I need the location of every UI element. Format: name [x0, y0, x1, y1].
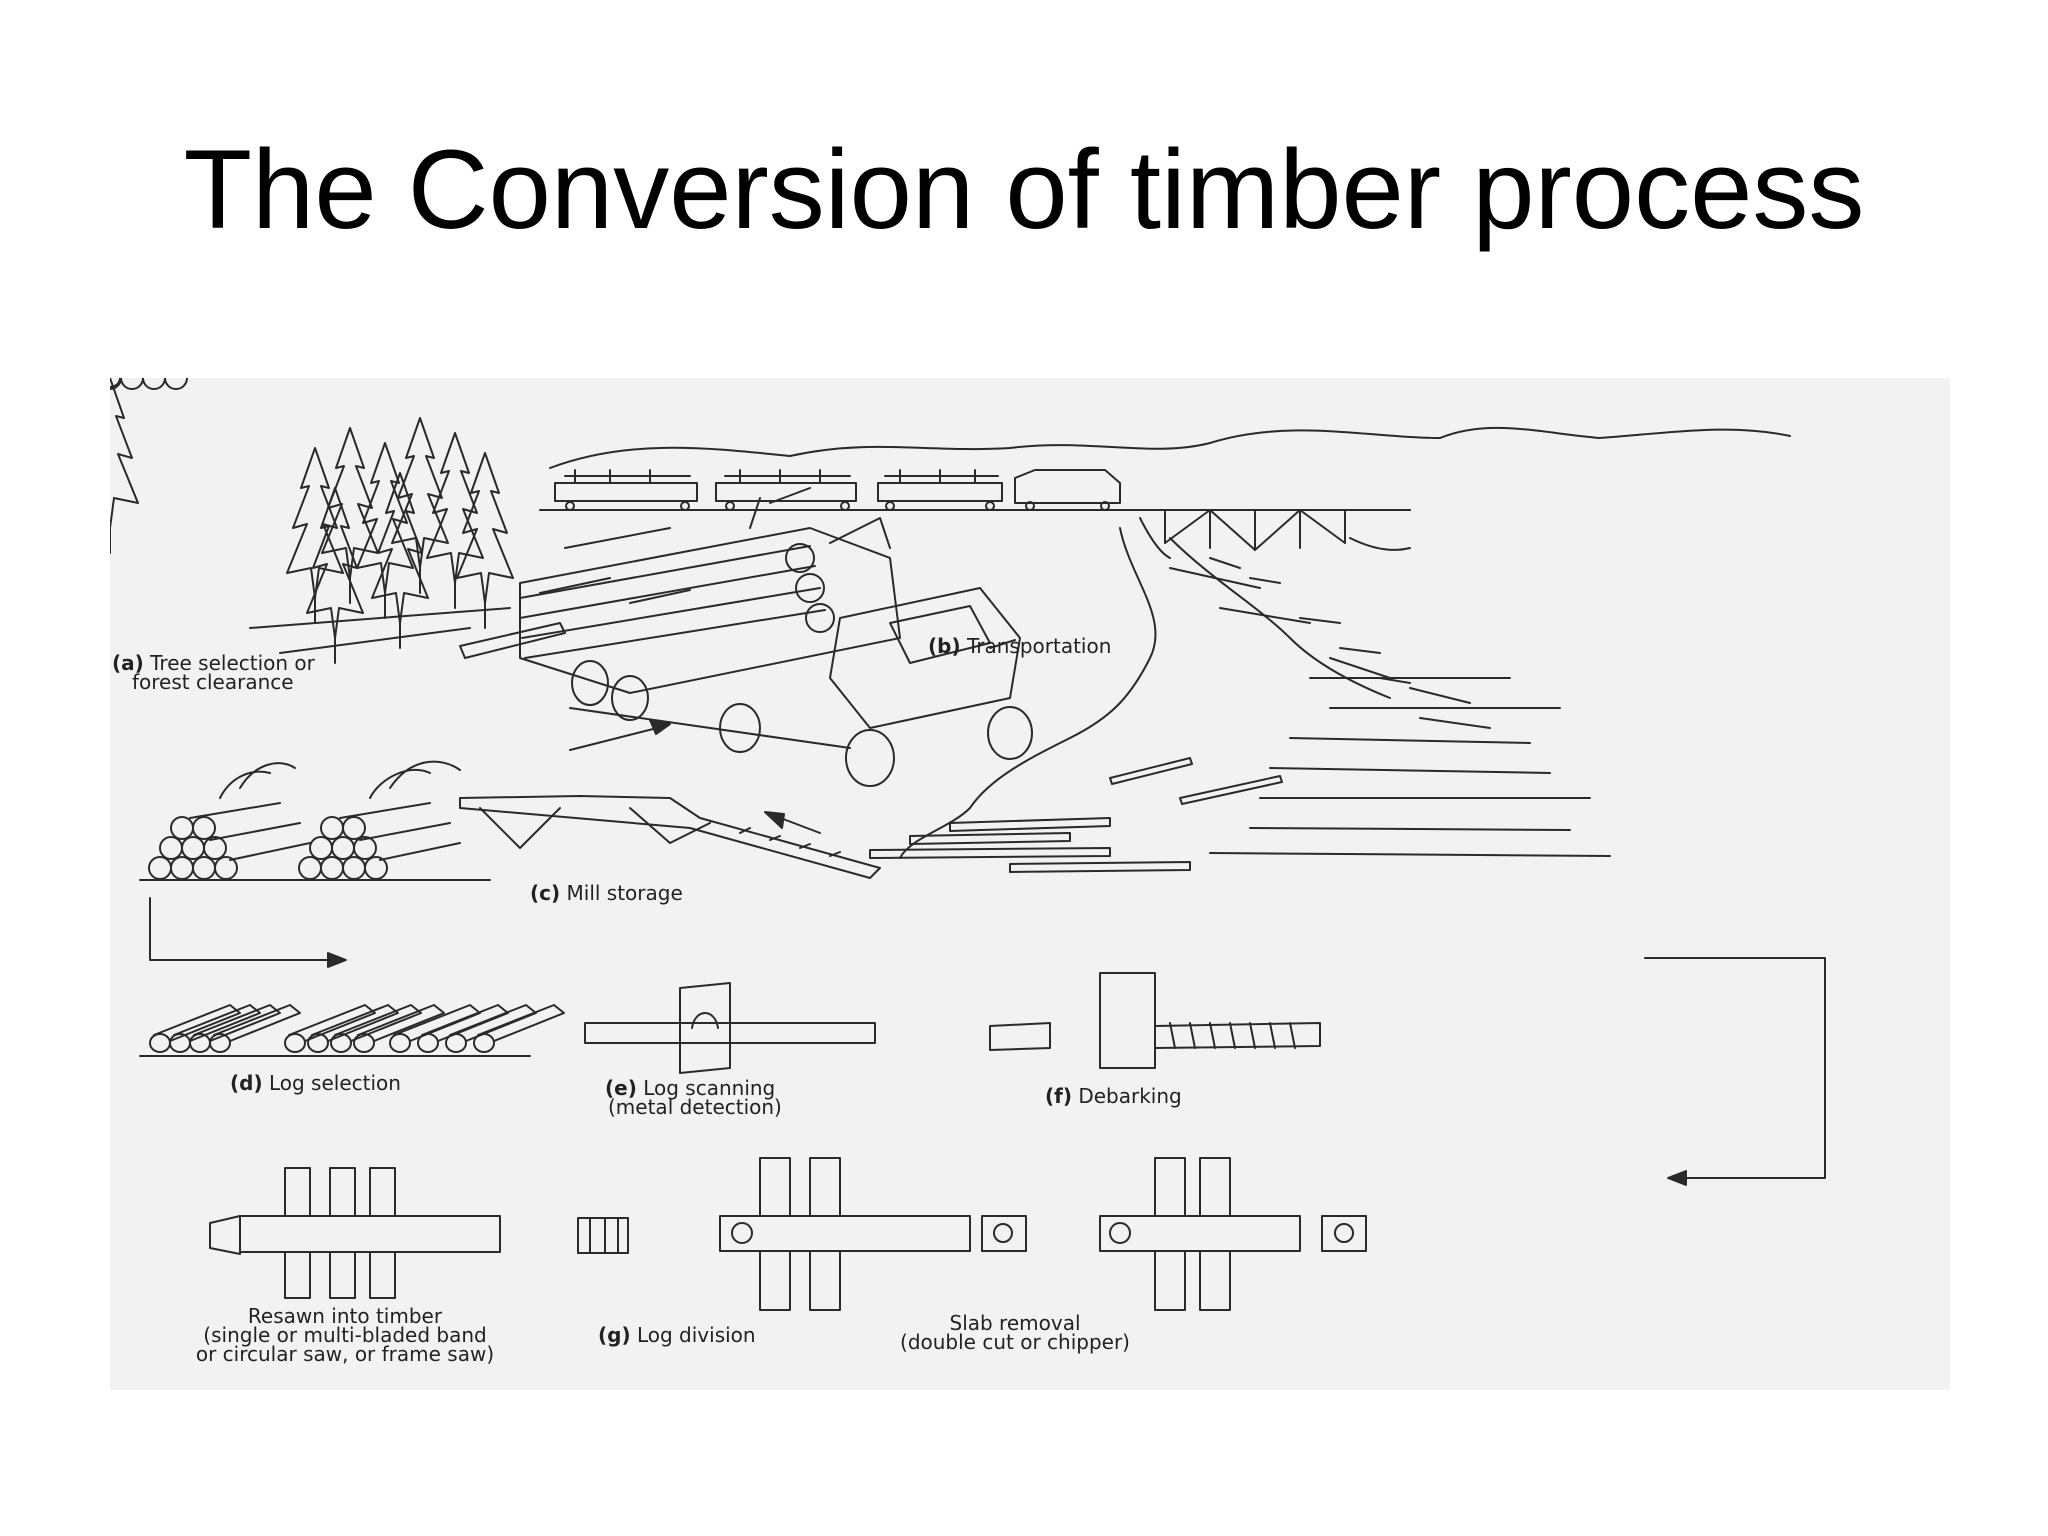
forest-illustration — [110, 378, 691, 664]
label-e-line2: (metal detection) — [608, 1095, 782, 1119]
log-row-illustration — [110, 378, 565, 1057]
mountains-illustration — [549, 426, 1791, 469]
trestle-bridge-illustration — [1119, 509, 1411, 559]
label-c: (c) Mill storage — [530, 881, 683, 905]
log-division-illustration — [577, 1217, 629, 1254]
label-f: (f) Debarking — [1045, 1084, 1182, 1108]
label-resawn-line1: Resawn into timber — [247, 1304, 443, 1328]
slab-removal-illustration — [719, 1157, 1367, 1311]
label-e: (e) Log scanning — [605, 1076, 776, 1100]
label-d: (d) Log selection — [230, 1071, 401, 1095]
log-piles-illustration — [110, 378, 491, 881]
label-b: (b) Transportation — [928, 634, 1112, 658]
train-illustration — [539, 469, 1411, 511]
debarker-illustration — [989, 972, 1321, 1069]
scanner-illustration — [584, 982, 876, 1074]
floating-logs-illustration — [869, 567, 1491, 873]
label-a-line2: forest clearance — [132, 670, 294, 694]
label-resawn-line2: (single or multi-bladed band — [203, 1323, 487, 1347]
label-slab-line2: (double cut or chipper) — [900, 1330, 1130, 1354]
flow-arrow-icon — [149, 719, 1826, 1186]
label-resawn-line3: or circular saw, or frame saw) — [195, 1342, 495, 1366]
bandsaw-illustration — [209, 1167, 501, 1299]
label-g: (g) Log division — [598, 1323, 756, 1347]
slide-title: The Conversion of timber process — [183, 127, 1865, 252]
timber-process-figure: (a) Tree selection or forest clearance (… — [110, 378, 1950, 1390]
label-a: (a) Tree selection or — [112, 651, 315, 675]
river-illustration — [899, 527, 1611, 859]
conveyor-ramp-illustration — [459, 795, 881, 879]
label-slab-line1: Slab removal — [949, 1311, 1081, 1335]
log-truck-illustration — [519, 487, 1033, 787]
